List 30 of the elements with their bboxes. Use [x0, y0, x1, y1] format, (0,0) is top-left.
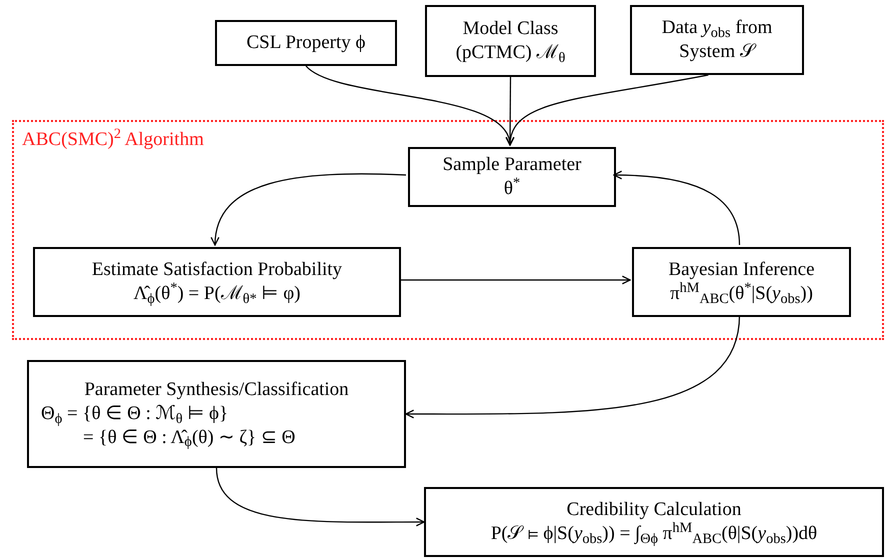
formula: P(𝒮 ⊨ ϕ|S(y$_{obs}$)) = ∫$_{Θϕ}$ π$^{hM}$$_{ABC}$(θ|S(y$_{obs}$))dθ	[490, 522, 818, 546]
process-box	[33, 247, 401, 317]
box-title: Credibility Calculation	[566, 498, 742, 522]
box-title: Sample Parameter	[442, 153, 582, 177]
arrow	[613, 170, 740, 246]
formula: = {θ ∈ Θ : Λ̂$_{ϕ}$(θ) ∼ ζ} ⊆ Θ	[82, 426, 296, 450]
formula: θ$^{*}$	[504, 177, 520, 201]
dotted-region	[12, 120, 884, 340]
process-box	[630, 5, 804, 75]
box-title: Estimate Satisfaction Probability	[92, 258, 342, 282]
process-box	[425, 5, 596, 77]
process-box	[424, 487, 884, 557]
formula: π$^{hM}$$_{ABC}$(θ$^{*}$|S(y$_{obs}$))	[670, 282, 813, 306]
process-box	[27, 360, 406, 468]
box-title: Data y$_{obs}$ from System 𝒮	[660, 16, 774, 64]
box-title: Model Class (pCTMC) ℳ$_{θ}$	[454, 17, 566, 65]
arrow	[506, 74, 708, 146]
arrow	[211, 173, 406, 246]
arrow	[399, 276, 631, 284]
region-title: ABC(SMC)$^{2}$ Algorithm	[22, 126, 204, 152]
formula: Λ̂$_{ϕ}$(θ$^{*}$) = P(ℳ$_{θ*}$ ⊨ φ)	[133, 282, 301, 306]
box-title: Parameter Synthesis/Classification	[84, 378, 349, 402]
box-title: Bayesian Inference	[668, 258, 815, 282]
process-box	[215, 20, 397, 66]
formula: Θ$_{ϕ}$ = {θ ∈ Θ : ℳ$_{θ}$ ⊨ ϕ}	[40, 402, 228, 426]
arrow	[216, 468, 425, 526]
box-title: CSL Property ϕ	[246, 31, 366, 55]
arrow	[405, 314, 740, 418]
process-box	[408, 147, 616, 207]
process-box	[632, 247, 851, 317]
